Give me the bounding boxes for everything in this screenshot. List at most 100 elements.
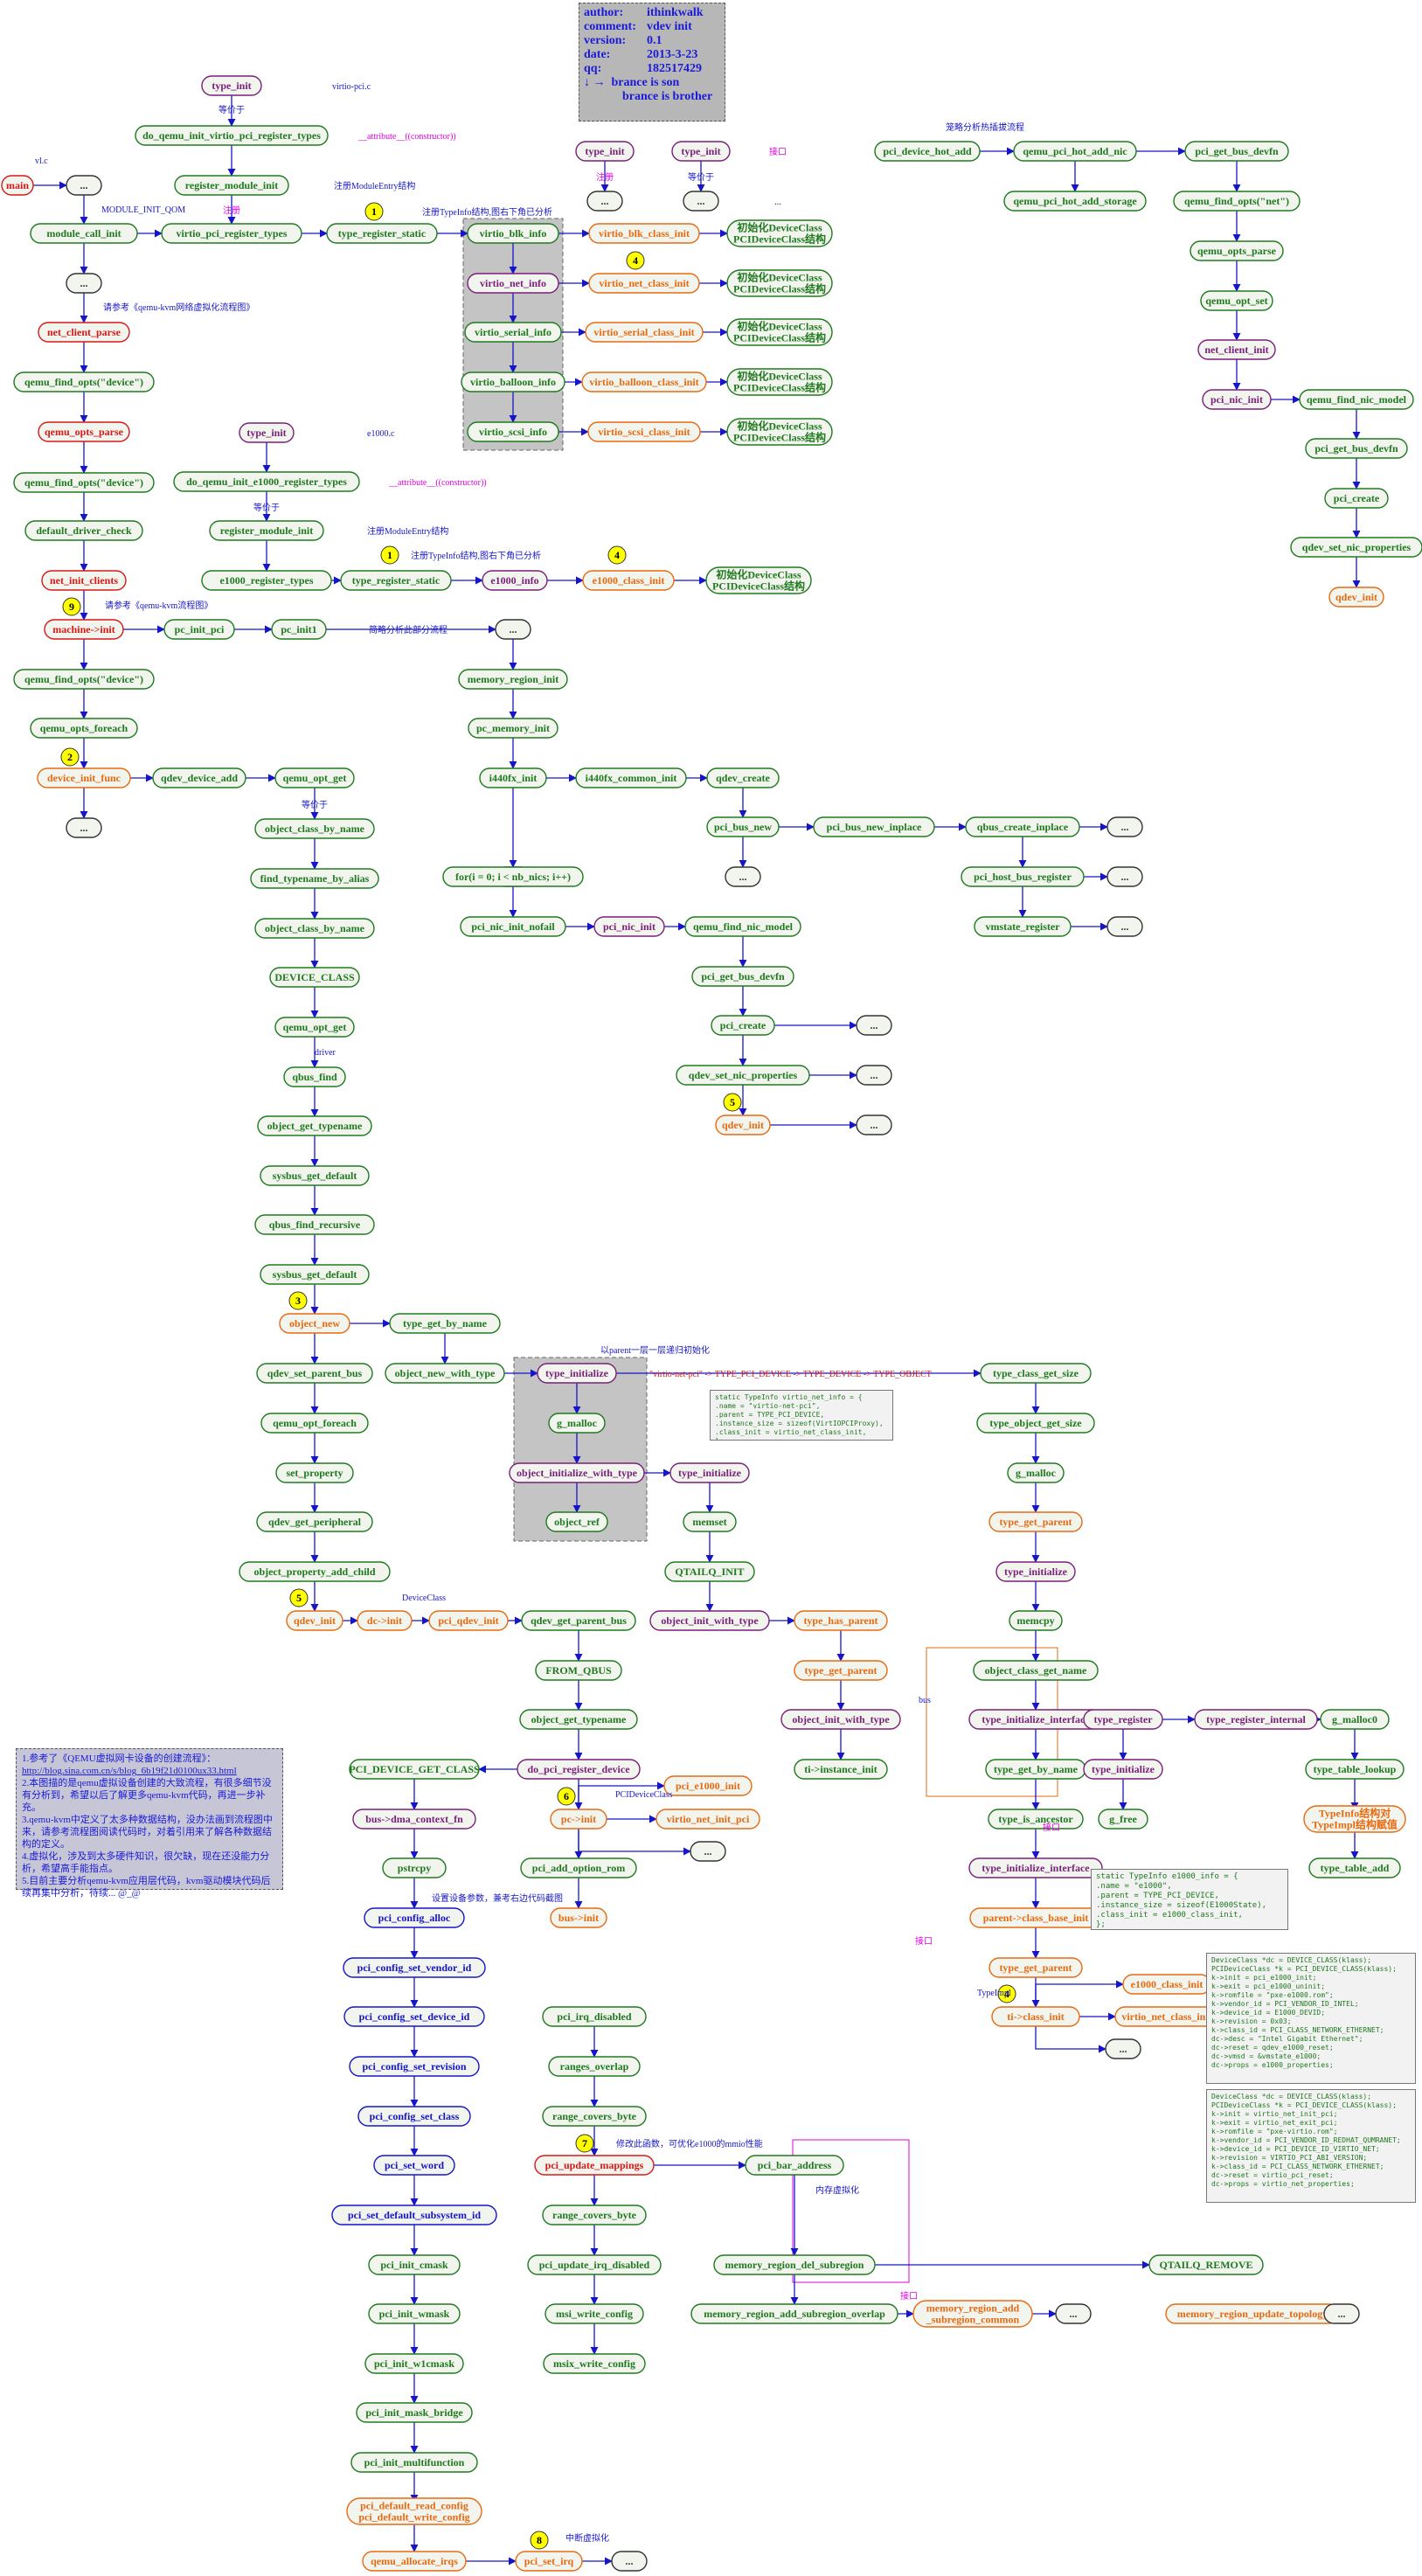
node-shape [548, 2056, 641, 2077]
node-shape [683, 191, 719, 212]
node-label: type_init [681, 145, 720, 157]
flow-node: qemu_opt_get [274, 1017, 355, 1038]
flow-node: qemu_opt_get [274, 767, 355, 788]
node-label: pci_get_bus_devfn [1314, 442, 1398, 455]
node-shape [813, 816, 935, 837]
flow-node: qemu_opts_parse [1190, 240, 1284, 261]
node-label: pci_get_bus_devfn [701, 970, 785, 982]
node-label: TypeImpl结构赋值 [1312, 1818, 1398, 1831]
flow-node: object_class_get_name [973, 1660, 1099, 1681]
flow-node: type_has_parent [794, 1610, 888, 1631]
node-shape [135, 125, 329, 146]
flow-node: range_covers_byte [542, 2205, 647, 2225]
node-label: pci_bar_address [758, 2159, 832, 2171]
annotation-label: DeviceClass [402, 1594, 446, 1603]
flow-node: type_get_parent [988, 1511, 1083, 1532]
node-shape [980, 1363, 1092, 1384]
step-badge: 4 [626, 251, 645, 270]
legend-row: comment:vdev init [584, 20, 720, 34]
node-label: g_malloc [557, 1417, 598, 1429]
node-shape [44, 619, 124, 640]
flow-node: pci_config_set_device_id [343, 2006, 485, 2027]
flow-node: pc_memory_init [468, 718, 558, 739]
node-label: pc_init1 [281, 623, 316, 635]
code-line: k->vendor_id = PCI_VENDOR_ID_REDHAT_QUMR… [1211, 2136, 1401, 2144]
badge-number: 3 [295, 1295, 301, 1307]
node-label: pci_init_cmask [380, 2259, 448, 2271]
node-shape [352, 1809, 476, 1830]
flow-node: default_driver_check [24, 520, 143, 541]
annotation-label: ... [774, 198, 781, 207]
node-shape [976, 1413, 1095, 1434]
flow-node: qemu_find_nic_model [684, 916, 801, 937]
flow-node: memory_region_add_subregion_overlap [690, 2303, 898, 2324]
badge-circle [723, 1093, 742, 1112]
flow-node: msix_write_config [543, 2353, 646, 2374]
node-label: qemu_opt_foreach [273, 1417, 357, 1429]
node-shape [286, 1610, 343, 1631]
node-shape [467, 273, 559, 294]
node-label: pci_bus_new [714, 821, 772, 833]
flow-node: type_initialize [1083, 1759, 1163, 1780]
annotation-label: __attribute__((constructor)) [388, 478, 487, 488]
flow-node: pci_create [711, 1015, 775, 1036]
flow-node: type_get_by_name [389, 1313, 501, 1334]
annotation-label: virtio-pci.c [332, 82, 371, 92]
flow-node: pci_update_irq_disabled [527, 2254, 662, 2275]
node-label: pci_add_option_rom [532, 1862, 625, 1874]
node-label: qemu_find_opts("device") [24, 673, 143, 685]
node-label: pci_update_irq_disabled [539, 2259, 650, 2271]
flow-node: set_property [275, 1462, 354, 1483]
node-label: ... [1121, 920, 1129, 933]
flow-node: FROM_QBUS [535, 1660, 622, 1681]
code-line: static TypeInfo e1000_info = { [1096, 1872, 1238, 1881]
flow-node: pci_create [1324, 488, 1389, 509]
node-shape [1202, 389, 1272, 410]
node-shape [706, 767, 780, 788]
flow-node: virtio_net_info [467, 273, 559, 294]
node-label: ... [697, 195, 705, 207]
flow-node: type_init [239, 422, 295, 443]
code-line: dc->desc = "Intel Gigabit Ethernet"; [1211, 2035, 1363, 2043]
node-shape [350, 2452, 478, 2473]
flow-node: i440fx_common_init [575, 767, 687, 788]
code-line: .parent = TYPE_PCI_DEVICE, [1096, 1892, 1219, 1900]
reference-link[interactable]: http://blog.sina.com.cn/s/blog_6b19f21d0… [22, 1766, 237, 1776]
node-shape [706, 816, 780, 837]
node-shape [283, 1066, 346, 1087]
flow-node: g_malloc0 [1320, 1709, 1390, 1730]
node-shape [382, 1857, 447, 1878]
node-shape [794, 1759, 888, 1780]
node-shape [1328, 587, 1384, 608]
node-label: type_initialize_interface [982, 1713, 1090, 1725]
node-shape [346, 2497, 482, 2525]
node-shape [550, 1809, 607, 1830]
node-label: type_register_static [352, 574, 440, 587]
node-shape [163, 619, 235, 640]
step-badge: 6 [557, 1787, 576, 1806]
code-line: k->init = virtio_net_init_pci; [1211, 2110, 1338, 2118]
reference-line: 4.虚拟化，涉及到太多硬件知识，很欠缺，现在还没能力分析，希望高手能指点。 [22, 1851, 270, 1874]
flow-node: ... [1055, 2303, 1092, 2324]
legend-brother-text: brance is brother [622, 90, 713, 103]
node-label: pci_nic_init [603, 920, 656, 933]
flow-node: qdev_init [286, 1610, 343, 1631]
code-line: static TypeInfo virtio_net_info = { [715, 1393, 863, 1401]
flow-node: type_init [575, 141, 635, 162]
node-shape [24, 520, 143, 541]
node-label: sysbus_get_default [273, 1170, 357, 1182]
flow-node: qemu_find_opts("device") [13, 669, 155, 690]
node-shape [545, 1511, 608, 1532]
badge-number: 8 [537, 2534, 542, 2546]
node-shape [586, 191, 623, 212]
badge-number: 9 [69, 601, 74, 613]
flow-node: type_class_get_size [980, 1363, 1092, 1384]
flow-node: QTAILQ_INIT [664, 1561, 755, 1582]
flow-node: do_qemu_init_virtio_pci_register_types [135, 125, 329, 146]
node-shape [41, 570, 127, 591]
code-line: DeviceClass *dc = DEVICE_CLASS(klass); [1211, 1956, 1372, 1964]
node-label: virtio_net_class_init [1121, 2010, 1211, 2023]
labels-layer: virtio-pci.c __attribute__((constructor))… [35, 82, 1060, 2544]
flow-node: qemu_pci_hot_add_nic [1013, 141, 1137, 162]
